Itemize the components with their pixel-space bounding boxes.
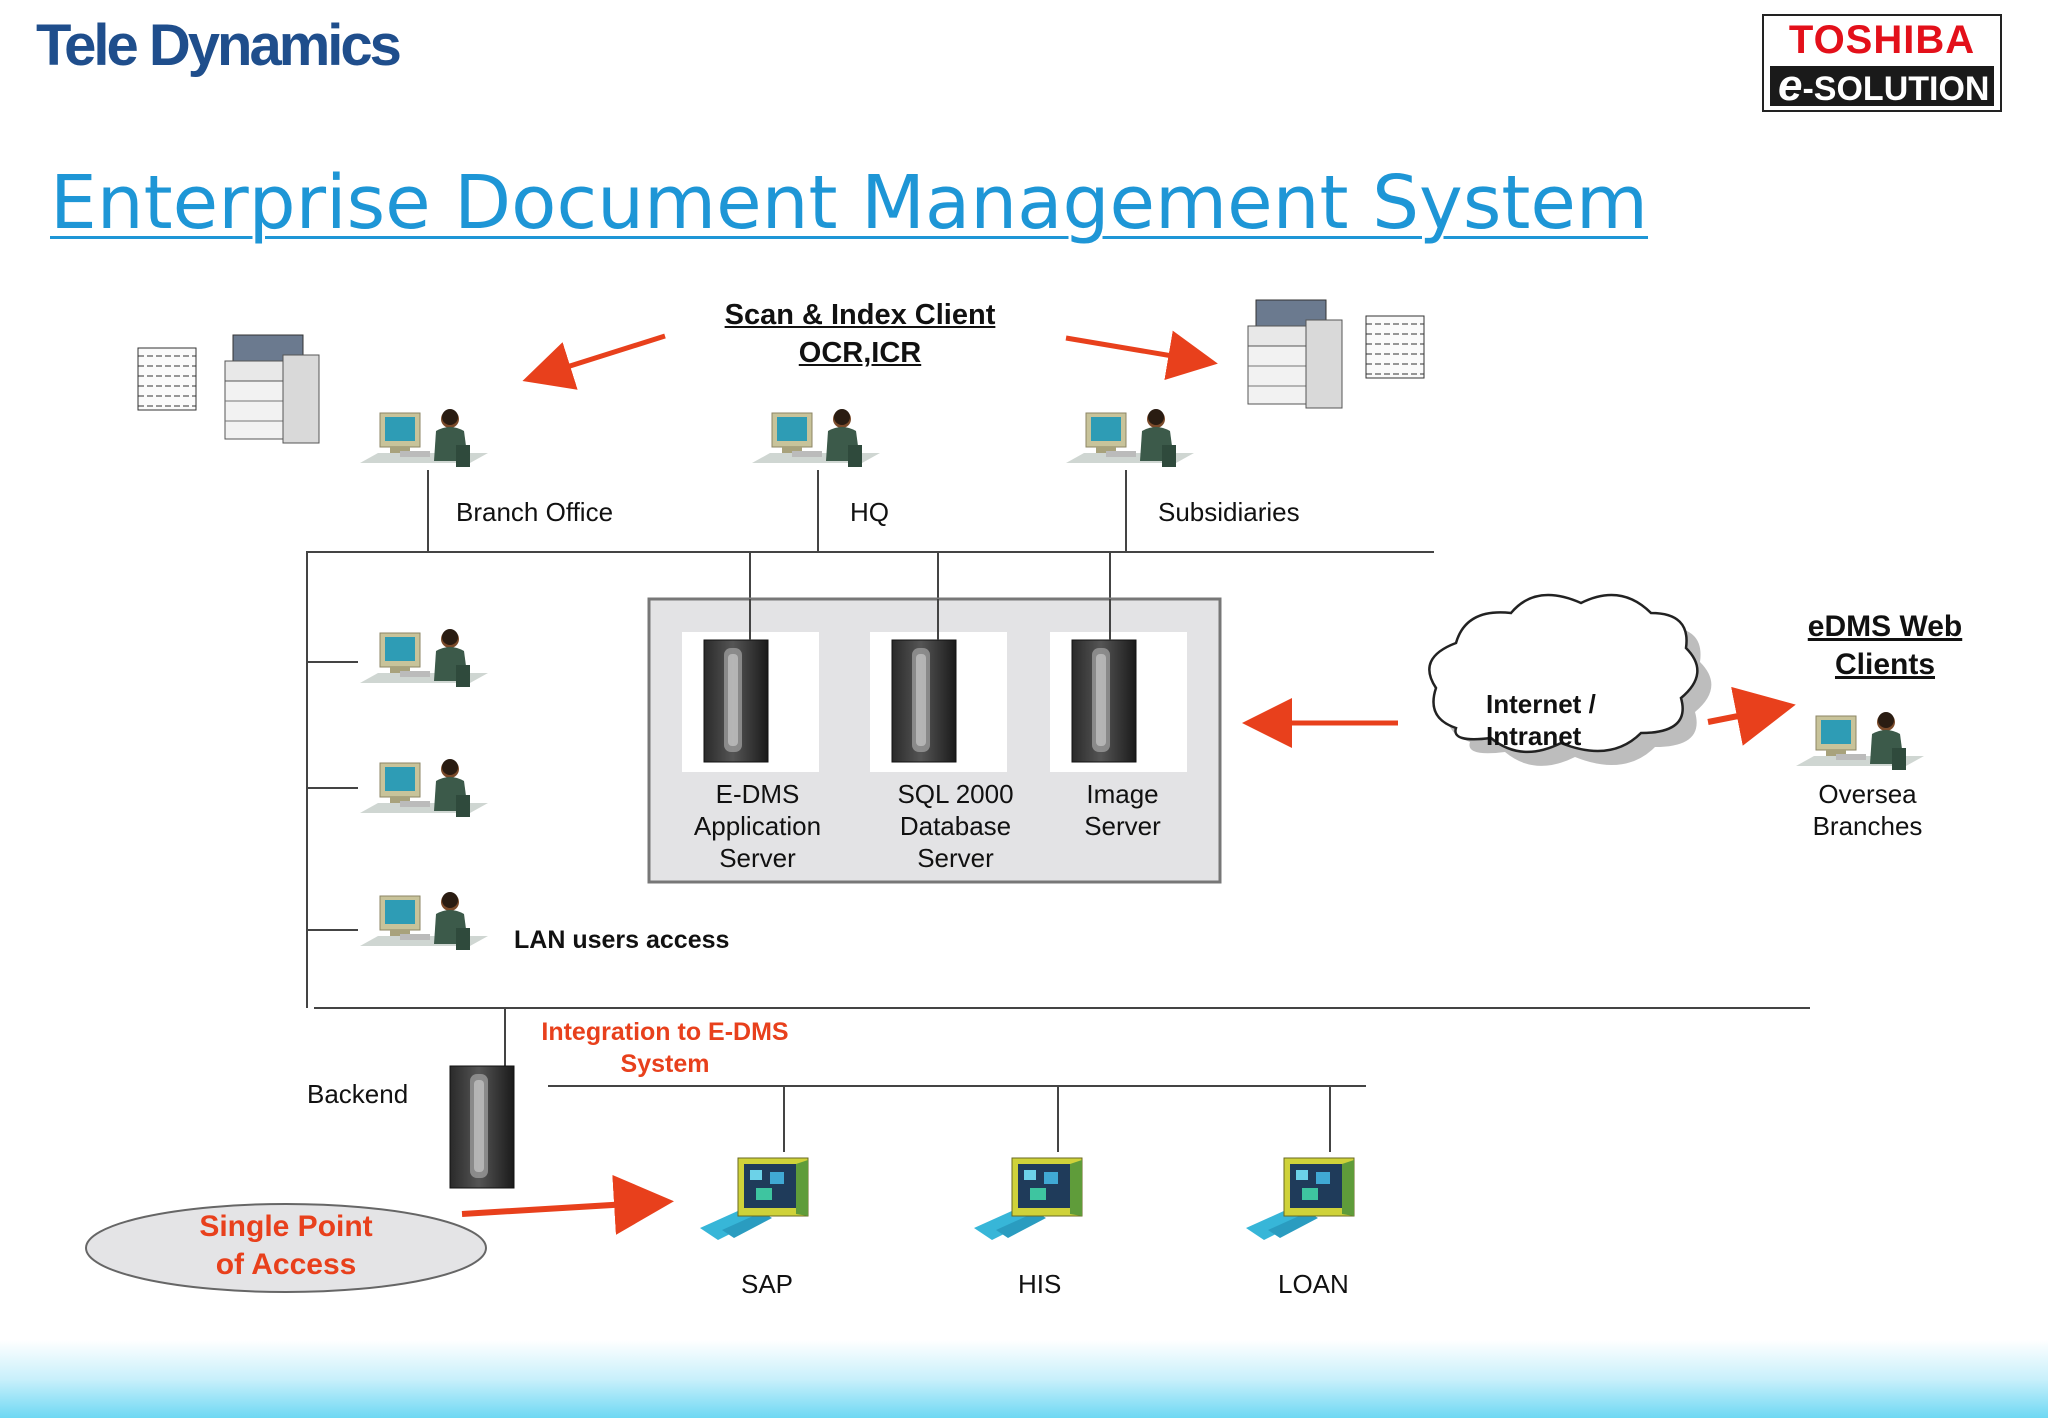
tele-dynamics-logo: Tele Dynamics bbox=[36, 13, 402, 78]
copier-icon-left bbox=[224, 334, 320, 444]
copier-icon-right bbox=[1247, 299, 1343, 409]
cloud-to-web-clients-arrow bbox=[1707, 686, 1796, 746]
paper-stack-icon-left bbox=[137, 347, 197, 411]
loan-label: LOAN bbox=[1278, 1269, 1349, 1299]
subsidiaries-label: Subsidiaries bbox=[1158, 497, 1300, 527]
web-clients-label: eDMS Web Clients bbox=[1807, 610, 1963, 681]
lan-users-label: LAN users access bbox=[514, 926, 730, 954]
sap-terminal-icon bbox=[699, 1157, 809, 1241]
sql-server-icon bbox=[891, 639, 957, 763]
image-server-icon bbox=[1071, 639, 1137, 763]
sql-server-label: SQL 2000 Database Server bbox=[897, 779, 1014, 873]
his-label: HIS bbox=[1018, 1269, 1062, 1299]
loan-terminal-icon bbox=[1245, 1157, 1355, 1241]
oversea-branches-label: Oversea Branches bbox=[1812, 779, 1923, 841]
paper-stack-icon-right bbox=[1365, 315, 1425, 379]
backend-label: Backend bbox=[307, 1079, 409, 1109]
his-terminal-icon bbox=[973, 1157, 1083, 1241]
subsidiaries-workstation-icon bbox=[1065, 408, 1195, 468]
hq-label: HQ bbox=[850, 497, 889, 527]
branch-office-workstation-icon bbox=[359, 408, 489, 468]
single-point-ellipse bbox=[85, 1203, 487, 1293]
sap-label: SAP bbox=[741, 1269, 794, 1299]
branch-office-label: Branch Office bbox=[456, 497, 614, 527]
scan-arrow-right bbox=[1065, 330, 1218, 380]
oversea-workstation-icon bbox=[1795, 711, 1925, 771]
scan-arrow-left bbox=[522, 333, 666, 390]
lan-workstation-icon-2 bbox=[359, 758, 489, 818]
single-point-arrow bbox=[461, 1174, 674, 1235]
footer-gradient-band bbox=[0, 1340, 2048, 1418]
page-title: Enterprise Document Management System bbox=[50, 160, 1649, 246]
single-point-label: Single Point of Access bbox=[199, 1210, 373, 1281]
edms-server-icon bbox=[703, 639, 769, 763]
scan-client-label: Scan & Index Client OCR,ICR bbox=[724, 299, 996, 369]
lan-workstation-icon-1 bbox=[359, 628, 489, 688]
backend-server-icon bbox=[449, 1065, 515, 1189]
edms-app-server-label: E-DMS Application Server bbox=[693, 779, 822, 873]
hq-workstation-icon bbox=[751, 408, 881, 468]
lan-top-bus bbox=[306, 470, 1434, 1008]
integration-label: Integration to E-DMS System bbox=[541, 1018, 789, 1078]
toshiba-logo-text: TOSHIBA bbox=[1788, 18, 1976, 62]
esolution-logo-text: e-SOLUTION bbox=[1770, 64, 1994, 108]
image-server-label: Image Server bbox=[1084, 779, 1161, 841]
toshiba-esolution-logo: TOSHIBA e-SOLUTION bbox=[1762, 14, 2002, 112]
lan-workstation-icon-3 bbox=[359, 891, 489, 951]
internet-cloud-icon bbox=[1428, 593, 1712, 766]
lan-bottom-bus bbox=[314, 1007, 1810, 1152]
server-links bbox=[749, 599, 1111, 640]
internet-label: Internet / Intranet bbox=[1486, 689, 1596, 751]
